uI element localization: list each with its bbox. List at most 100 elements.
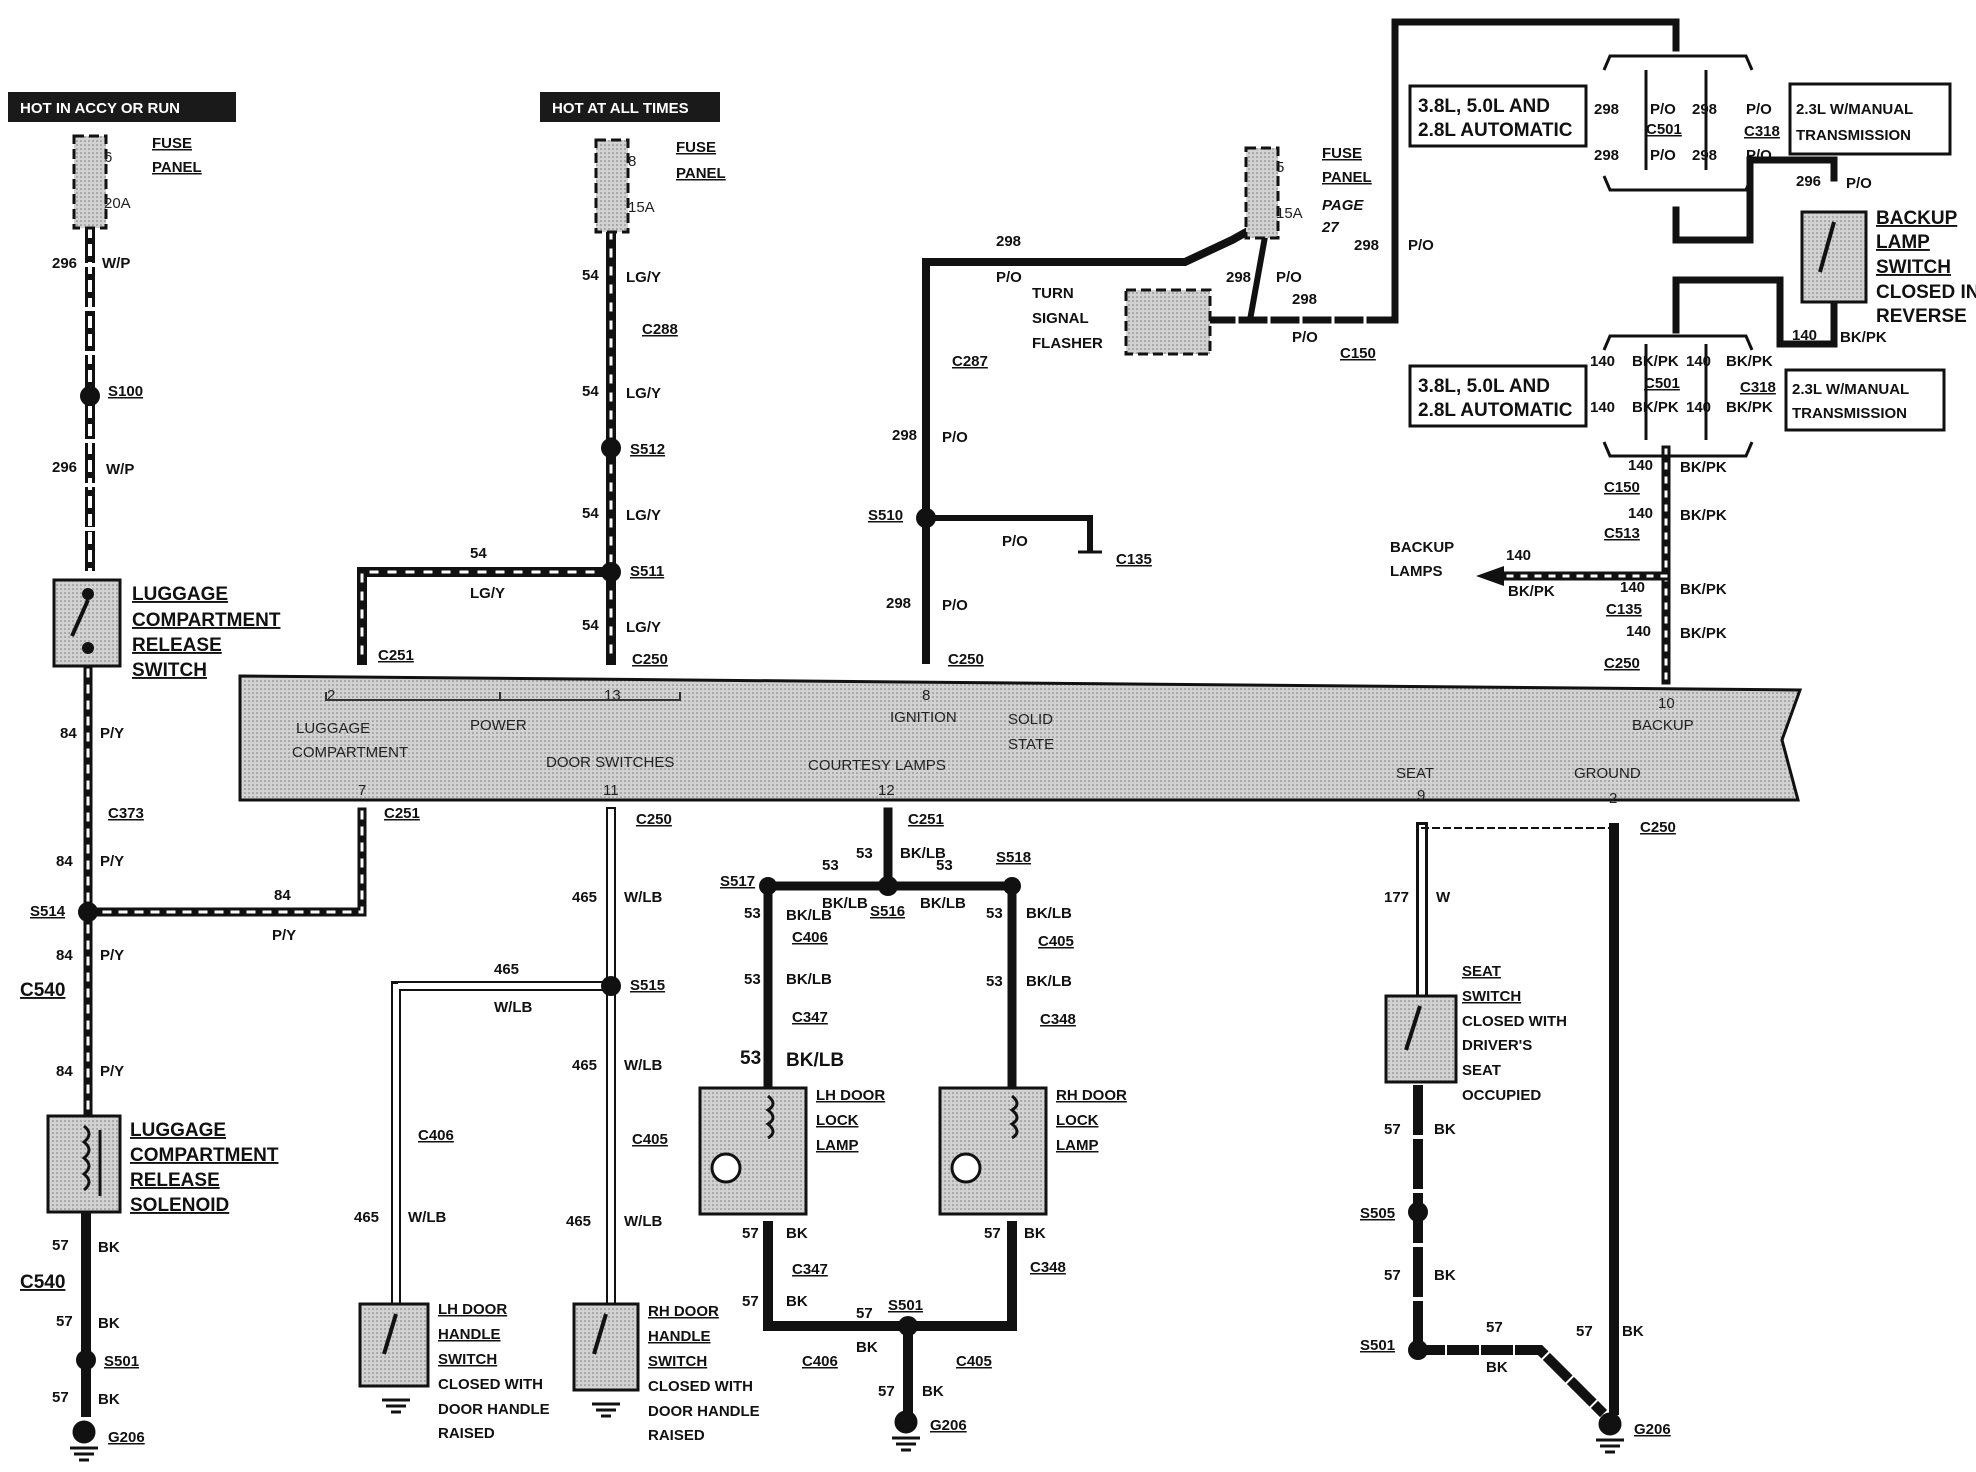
svg-text:HANDLE: HANDLE bbox=[648, 1328, 711, 1345]
ground-symbols bbox=[70, 550, 1624, 1462]
svg-text:140: 140 bbox=[1628, 457, 1653, 474]
svg-text:SEAT: SEAT bbox=[1462, 963, 1501, 980]
splice-s518 bbox=[1003, 877, 1021, 895]
connector-c251-top: C251 bbox=[378, 647, 414, 664]
svg-text:LG/Y: LG/Y bbox=[626, 507, 661, 524]
svg-text:P/O: P/O bbox=[1650, 147, 1676, 164]
connector-c513: C513 bbox=[1604, 525, 1640, 542]
splice-s501-mid bbox=[898, 1316, 918, 1336]
svg-text:P/O: P/O bbox=[1002, 533, 1028, 550]
svg-text:BK: BK bbox=[786, 1293, 808, 1310]
svg-text:57: 57 bbox=[742, 1293, 759, 1310]
connector-cluster-top bbox=[1602, 54, 1754, 458]
connector-c373: C373 bbox=[108, 805, 144, 822]
svg-text:SWITCH: SWITCH bbox=[1462, 988, 1521, 1005]
svg-text:OCCUPIED: OCCUPIED bbox=[1462, 1087, 1541, 1104]
svg-text:SWITCH: SWITCH bbox=[132, 660, 207, 681]
svg-text:54: 54 bbox=[582, 617, 599, 634]
svg-text:3.8L, 5.0L AND: 3.8L, 5.0L AND bbox=[1418, 96, 1550, 117]
fuse-mid: 8 15A FUSE PANEL bbox=[594, 138, 726, 234]
splice-s505 bbox=[1408, 1202, 1428, 1222]
svg-text:BK/LB: BK/LB bbox=[1026, 973, 1072, 990]
svg-text:S100: S100 bbox=[108, 383, 143, 400]
svg-text:RH DOOR: RH DOOR bbox=[648, 1303, 719, 1320]
svg-text:LOCK: LOCK bbox=[816, 1112, 859, 1129]
svg-text:BK: BK bbox=[1024, 1225, 1046, 1242]
svg-text:P/Y: P/Y bbox=[100, 725, 124, 742]
hot-all-header: HOT AT ALL TIMES bbox=[540, 92, 720, 122]
hot-accy-header: HOT IN ACCY OR RUN bbox=[8, 92, 236, 122]
svg-text:FUSE: FUSE bbox=[676, 139, 716, 156]
svg-text:P/Y: P/Y bbox=[100, 1063, 124, 1080]
svg-text:BACKUP: BACKUP bbox=[1876, 208, 1958, 229]
rh-door-handle-switch: RH DOOR HANDLE SWITCH CLOSED WITH DOOR H… bbox=[572, 1302, 760, 1444]
svg-text:465: 465 bbox=[494, 961, 519, 978]
svg-text:COMPARTMENT: COMPARTMENT bbox=[132, 610, 281, 631]
svg-text:7: 7 bbox=[358, 782, 366, 799]
svg-text:57: 57 bbox=[1384, 1121, 1401, 1138]
svg-text:BK: BK bbox=[1486, 1359, 1508, 1376]
connector-c251-courtesy: C251 bbox=[908, 811, 944, 828]
svg-text:53: 53 bbox=[744, 971, 761, 988]
svg-text:GROUND: GROUND bbox=[1574, 765, 1641, 782]
svg-text:15A: 15A bbox=[1276, 205, 1303, 222]
svg-text:298: 298 bbox=[886, 595, 911, 612]
svg-text:140: 140 bbox=[1686, 353, 1711, 370]
svg-text:S512: S512 bbox=[630, 441, 665, 458]
svg-text:57: 57 bbox=[1486, 1319, 1503, 1336]
connector-labels: C373 C540 C540 C251 C251 C251 C250 C250 … bbox=[20, 121, 1780, 1370]
lh-door-handle-switch: LH DOOR HANDLE SWITCH CLOSED WITH DOOR H… bbox=[358, 1301, 550, 1442]
svg-text:84: 84 bbox=[56, 1063, 73, 1080]
svg-text:LAMPS: LAMPS bbox=[1390, 563, 1443, 580]
svg-text:15A: 15A bbox=[628, 199, 655, 216]
connector-c150-bkpk: C150 bbox=[1604, 479, 1640, 496]
svg-text:BK/LB: BK/LB bbox=[900, 845, 946, 862]
svg-text:PANEL: PANEL bbox=[676, 165, 726, 182]
lh-door-lock-lamp: LH DOOR LOCK LAMP bbox=[698, 1086, 885, 1216]
svg-text:P/O: P/O bbox=[1292, 329, 1318, 346]
splice-s501-right bbox=[1408, 1340, 1428, 1360]
ground-g206-right bbox=[1596, 1412, 1624, 1454]
luggage-release-solenoid: LUGGAGE COMPARTMENT RELEASE SOLENOID bbox=[46, 1114, 279, 1216]
luggage-release-switch: LUGGAGE COMPARTMENT RELEASE SWITCH bbox=[52, 578, 281, 681]
svg-text:140: 140 bbox=[1626, 623, 1651, 640]
svg-text:BK/LB: BK/LB bbox=[786, 907, 832, 924]
svg-text:W/LB: W/LB bbox=[624, 1213, 662, 1230]
svg-text:P/O: P/O bbox=[1276, 269, 1302, 286]
rh-door-lock-lamp: RH DOOR LOCK LAMP bbox=[938, 1086, 1127, 1216]
svg-text:296: 296 bbox=[52, 459, 77, 476]
wire-296-to-backup-switch bbox=[1672, 156, 1838, 244]
svg-text:2.8L AUTOMATIC: 2.8L AUTOMATIC bbox=[1418, 120, 1573, 141]
svg-text:BK: BK bbox=[856, 1339, 878, 1356]
svg-text:296: 296 bbox=[52, 255, 77, 272]
svg-text:CLOSED WITH: CLOSED WITH bbox=[648, 1378, 753, 1395]
connector-c347-lower: C347 bbox=[792, 1261, 828, 1278]
ground-lh-handle bbox=[382, 1398, 410, 1414]
fuse-left: 6 20A FUSE PANEL bbox=[72, 134, 202, 230]
svg-text:465: 465 bbox=[572, 889, 597, 906]
svg-text:RELEASE: RELEASE bbox=[130, 1170, 220, 1191]
connector-c135-bkpk: C135 bbox=[1606, 601, 1642, 618]
svg-text:S517: S517 bbox=[720, 873, 755, 890]
svg-text:P/O: P/O bbox=[942, 429, 968, 446]
svg-text:W/P: W/P bbox=[106, 461, 134, 478]
svg-text:BK: BK bbox=[922, 1383, 944, 1400]
svg-text:S511: S511 bbox=[630, 563, 664, 580]
svg-text:8: 8 bbox=[922, 687, 930, 704]
splice-s501-left bbox=[76, 1350, 96, 1370]
splice-s516 bbox=[878, 876, 898, 896]
svg-text:RH DOOR: RH DOOR bbox=[1056, 1087, 1127, 1104]
svg-text:COURTESY LAMPS: COURTESY LAMPS bbox=[808, 757, 946, 774]
svg-text:TRANSMISSION: TRANSMISSION bbox=[1792, 405, 1907, 422]
svg-text:BK/LB: BK/LB bbox=[1026, 905, 1072, 922]
svg-text:RAISED: RAISED bbox=[648, 1427, 705, 1444]
svg-text:G206: G206 bbox=[930, 1417, 967, 1434]
svg-text:SEAT: SEAT bbox=[1462, 1062, 1501, 1079]
box-mid-left: 3.8L, 5.0L AND 2.8L AUTOMATIC bbox=[1408, 364, 1588, 428]
svg-text:11: 11 bbox=[603, 782, 619, 799]
svg-text:BK: BK bbox=[98, 1239, 120, 1256]
connector-c150-po: C150 bbox=[1340, 345, 1376, 362]
splice-s515 bbox=[601, 976, 621, 996]
box-top-right: 2.3L W/MANUAL TRANSMISSION bbox=[1788, 82, 1952, 156]
svg-text:BK: BK bbox=[1434, 1121, 1456, 1138]
